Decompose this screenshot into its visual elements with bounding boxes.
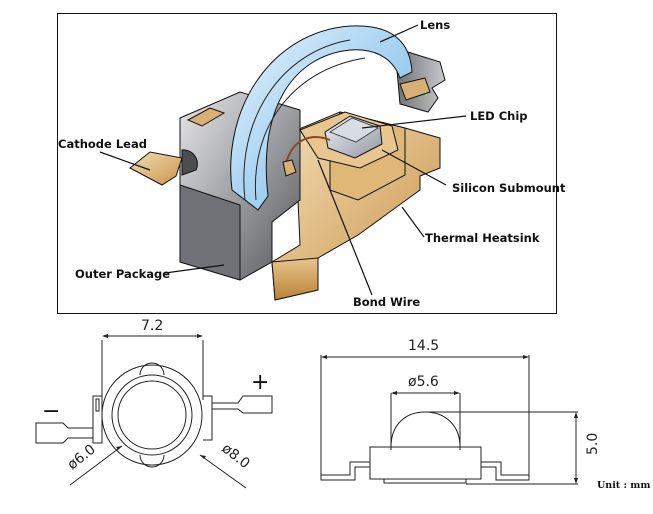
top-view-drawing: 7.2 − + ø6.0 ø8.0 [35,318,273,489]
dim-length-label: 14.5 [408,338,439,354]
led-chip-top [329,117,379,143]
lens-dome [390,411,461,448]
rear-lead-tab [399,77,431,101]
outer-package-front [179,184,241,281]
ring-circle [111,374,193,456]
anode-lead-tab [186,107,226,127]
unit-label: Unit : mm [597,480,650,491]
plus-lead [212,395,273,414]
dim-height-label: 5.0 [585,433,601,455]
lens-contour-inner [254,57,366,201]
cutaway-illustration [129,25,446,301]
leader-inner-dia [69,445,123,486]
label-led-chip: LED Chip [470,109,528,123]
label-cathode-lead: Cathode Lead [58,137,147,151]
bottom-key-notch [139,454,165,468]
lens [230,25,413,211]
side-view-drawing: 14.5 ø5.6 5.0 Unit : mm [320,338,650,491]
heatsink-base [383,479,467,484]
right-lead-base [203,395,213,441]
leader-lens [379,24,419,43]
dim-width-label: 7.2 [141,318,163,334]
cathode-mark [95,398,100,412]
plus-symbol: + [251,370,269,395]
label-bond-wire: Bond Wire [353,295,420,309]
dim-lens-label: ø5.6 [408,374,439,390]
leader-lines [99,24,467,296]
minus-lead [35,422,93,444]
leader-silicon-submount [381,149,447,186]
leader-thermal-heatsink [401,206,425,238]
package-notch [181,149,198,176]
left-lead [320,461,370,481]
leader-led-chip [361,115,467,129]
right-lead [481,461,530,481]
cathode-lead [129,151,183,186]
label-lens: Lens [420,18,450,32]
top-key-notch [139,362,165,376]
label-thermal-heatsink: Thermal Heatsink [425,231,540,245]
leader-bond-wire [317,159,373,296]
outer-dia-label: ø8.0 [219,441,253,473]
leader-outer-dia [199,454,247,489]
leader-cathode-lead [99,151,151,171]
left-lead-base [92,395,103,444]
lens-contour [243,39,351,201]
minus-symbol: − [42,399,60,424]
inner-dia-label: ø6.0 [65,442,99,474]
package-body [369,446,482,480]
heatsink-front-face [271,257,319,301]
inner-circle [117,380,187,450]
label-silicon-submount: Silicon Submount [452,181,566,195]
label-outer-package: Outer Package [75,267,170,281]
leader-outer-package [164,264,225,274]
bond-pad [282,159,297,177]
